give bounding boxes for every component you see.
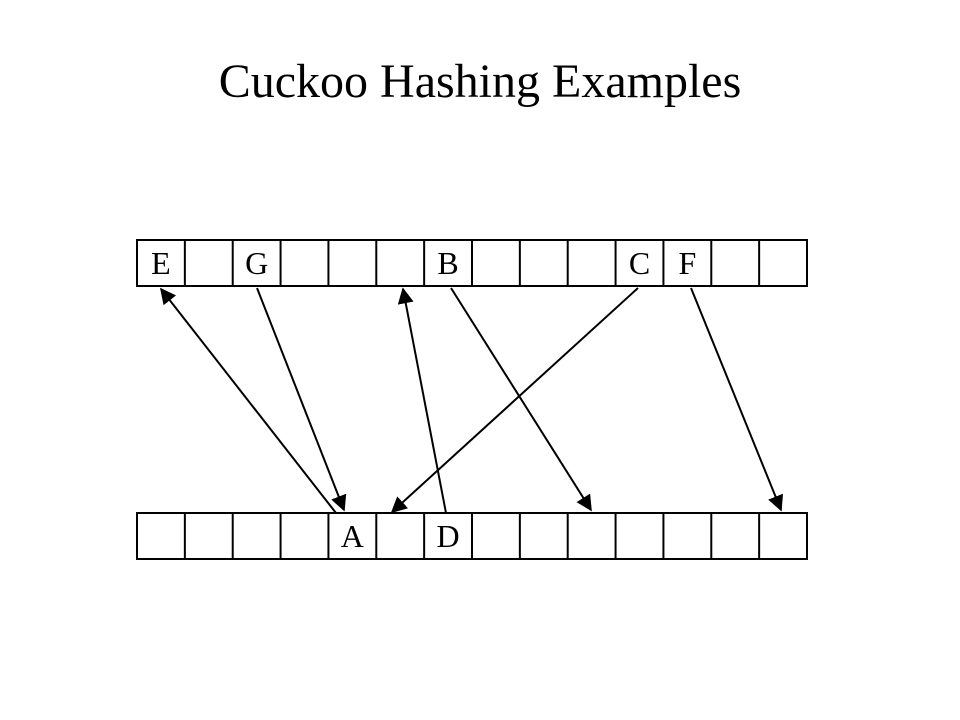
arrow-A-to-E	[160, 287, 337, 514]
arrows	[160, 287, 784, 514]
table-cell: C	[629, 245, 650, 281]
table-cell: D	[437, 518, 460, 554]
table-cell: E	[151, 245, 171, 281]
table-cell: F	[678, 245, 696, 281]
slide-title: Cuckoo Hashing Examples	[218, 55, 742, 108]
arrow-C-to-A	[390, 287, 639, 514]
table-cell: G	[245, 245, 268, 281]
table-cell: A	[341, 518, 364, 554]
arrow-G-to-A	[256, 287, 347, 512]
arrow-F-to-bottom	[690, 287, 784, 512]
arrow-B-to-bottom	[450, 287, 592, 512]
arrow-D-to-B	[397, 287, 447, 514]
table-cell: B	[437, 245, 458, 281]
